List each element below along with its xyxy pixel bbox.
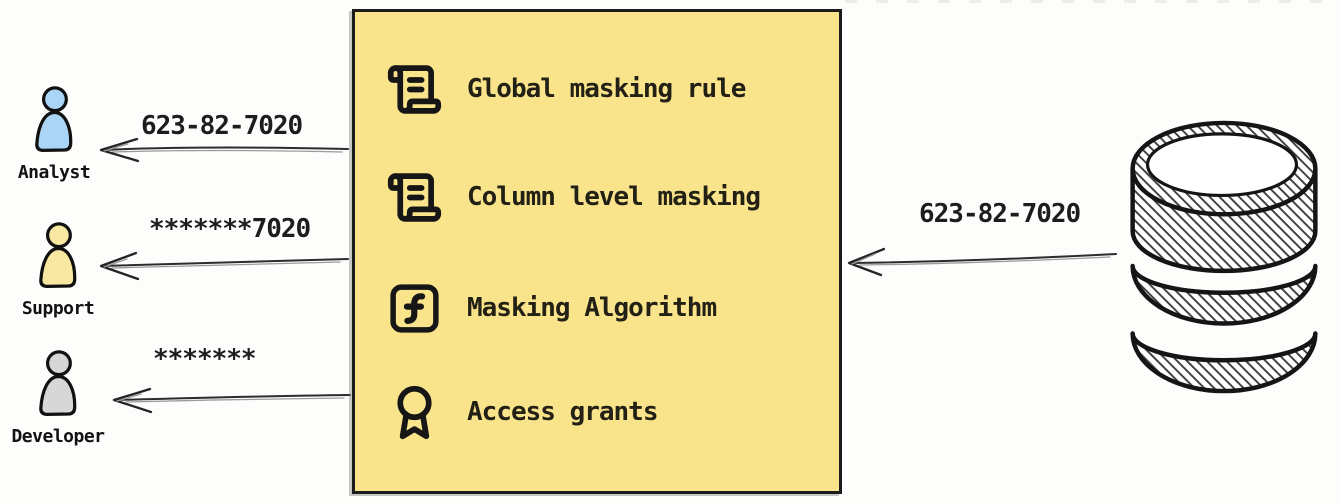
masking-box-row-algorithm: Masking Algorithm bbox=[386, 277, 823, 339]
persona-analyst: Analyst bbox=[0, 86, 108, 183]
masking-box-item-label: Access grants bbox=[467, 397, 658, 427]
masking-box-row-column-masking: Column level masking bbox=[386, 166, 823, 228]
masking-rules-box: Global masking rule Column level masking bbox=[352, 9, 842, 494]
masking-box-row-global-rule: Global masking rule bbox=[386, 58, 823, 120]
database-source-value: 623-82-7020 bbox=[919, 199, 1081, 229]
arrow-to-support bbox=[99, 251, 349, 281]
database-icon bbox=[1130, 120, 1318, 394]
arrow-to-analyst bbox=[99, 137, 349, 163]
persona-support: Support bbox=[4, 222, 112, 319]
persona-developer-label: Developer bbox=[11, 426, 105, 447]
support-received-value: *******7020 bbox=[149, 214, 311, 244]
support-person-icon bbox=[39, 222, 77, 289]
persona-analyst-label: Analyst bbox=[17, 162, 91, 183]
top-edge-dashes bbox=[845, 0, 1340, 3]
persona-support-label: Support bbox=[21, 298, 95, 319]
developer-person-icon bbox=[39, 350, 77, 417]
masking-box-item-label: Masking Algorithm bbox=[467, 293, 717, 323]
analyst-person-icon bbox=[35, 86, 73, 153]
masking-box-item-label: Global masking rule bbox=[467, 74, 746, 104]
award-icon bbox=[386, 384, 443, 441]
developer-received-value: ******* bbox=[153, 344, 257, 374]
masking-box-item-label: Column level masking bbox=[467, 182, 761, 212]
analyst-received-value: 623-82-7020 bbox=[141, 111, 303, 141]
scroll-icon bbox=[386, 61, 443, 118]
scroll-icon bbox=[386, 169, 443, 226]
function-square-icon bbox=[386, 280, 443, 337]
persona-developer: Developer bbox=[4, 350, 112, 447]
arrow-db-to-box bbox=[847, 247, 1117, 277]
masking-box-row-access-grants: Access grants bbox=[386, 381, 823, 443]
arrow-to-developer bbox=[112, 387, 351, 414]
